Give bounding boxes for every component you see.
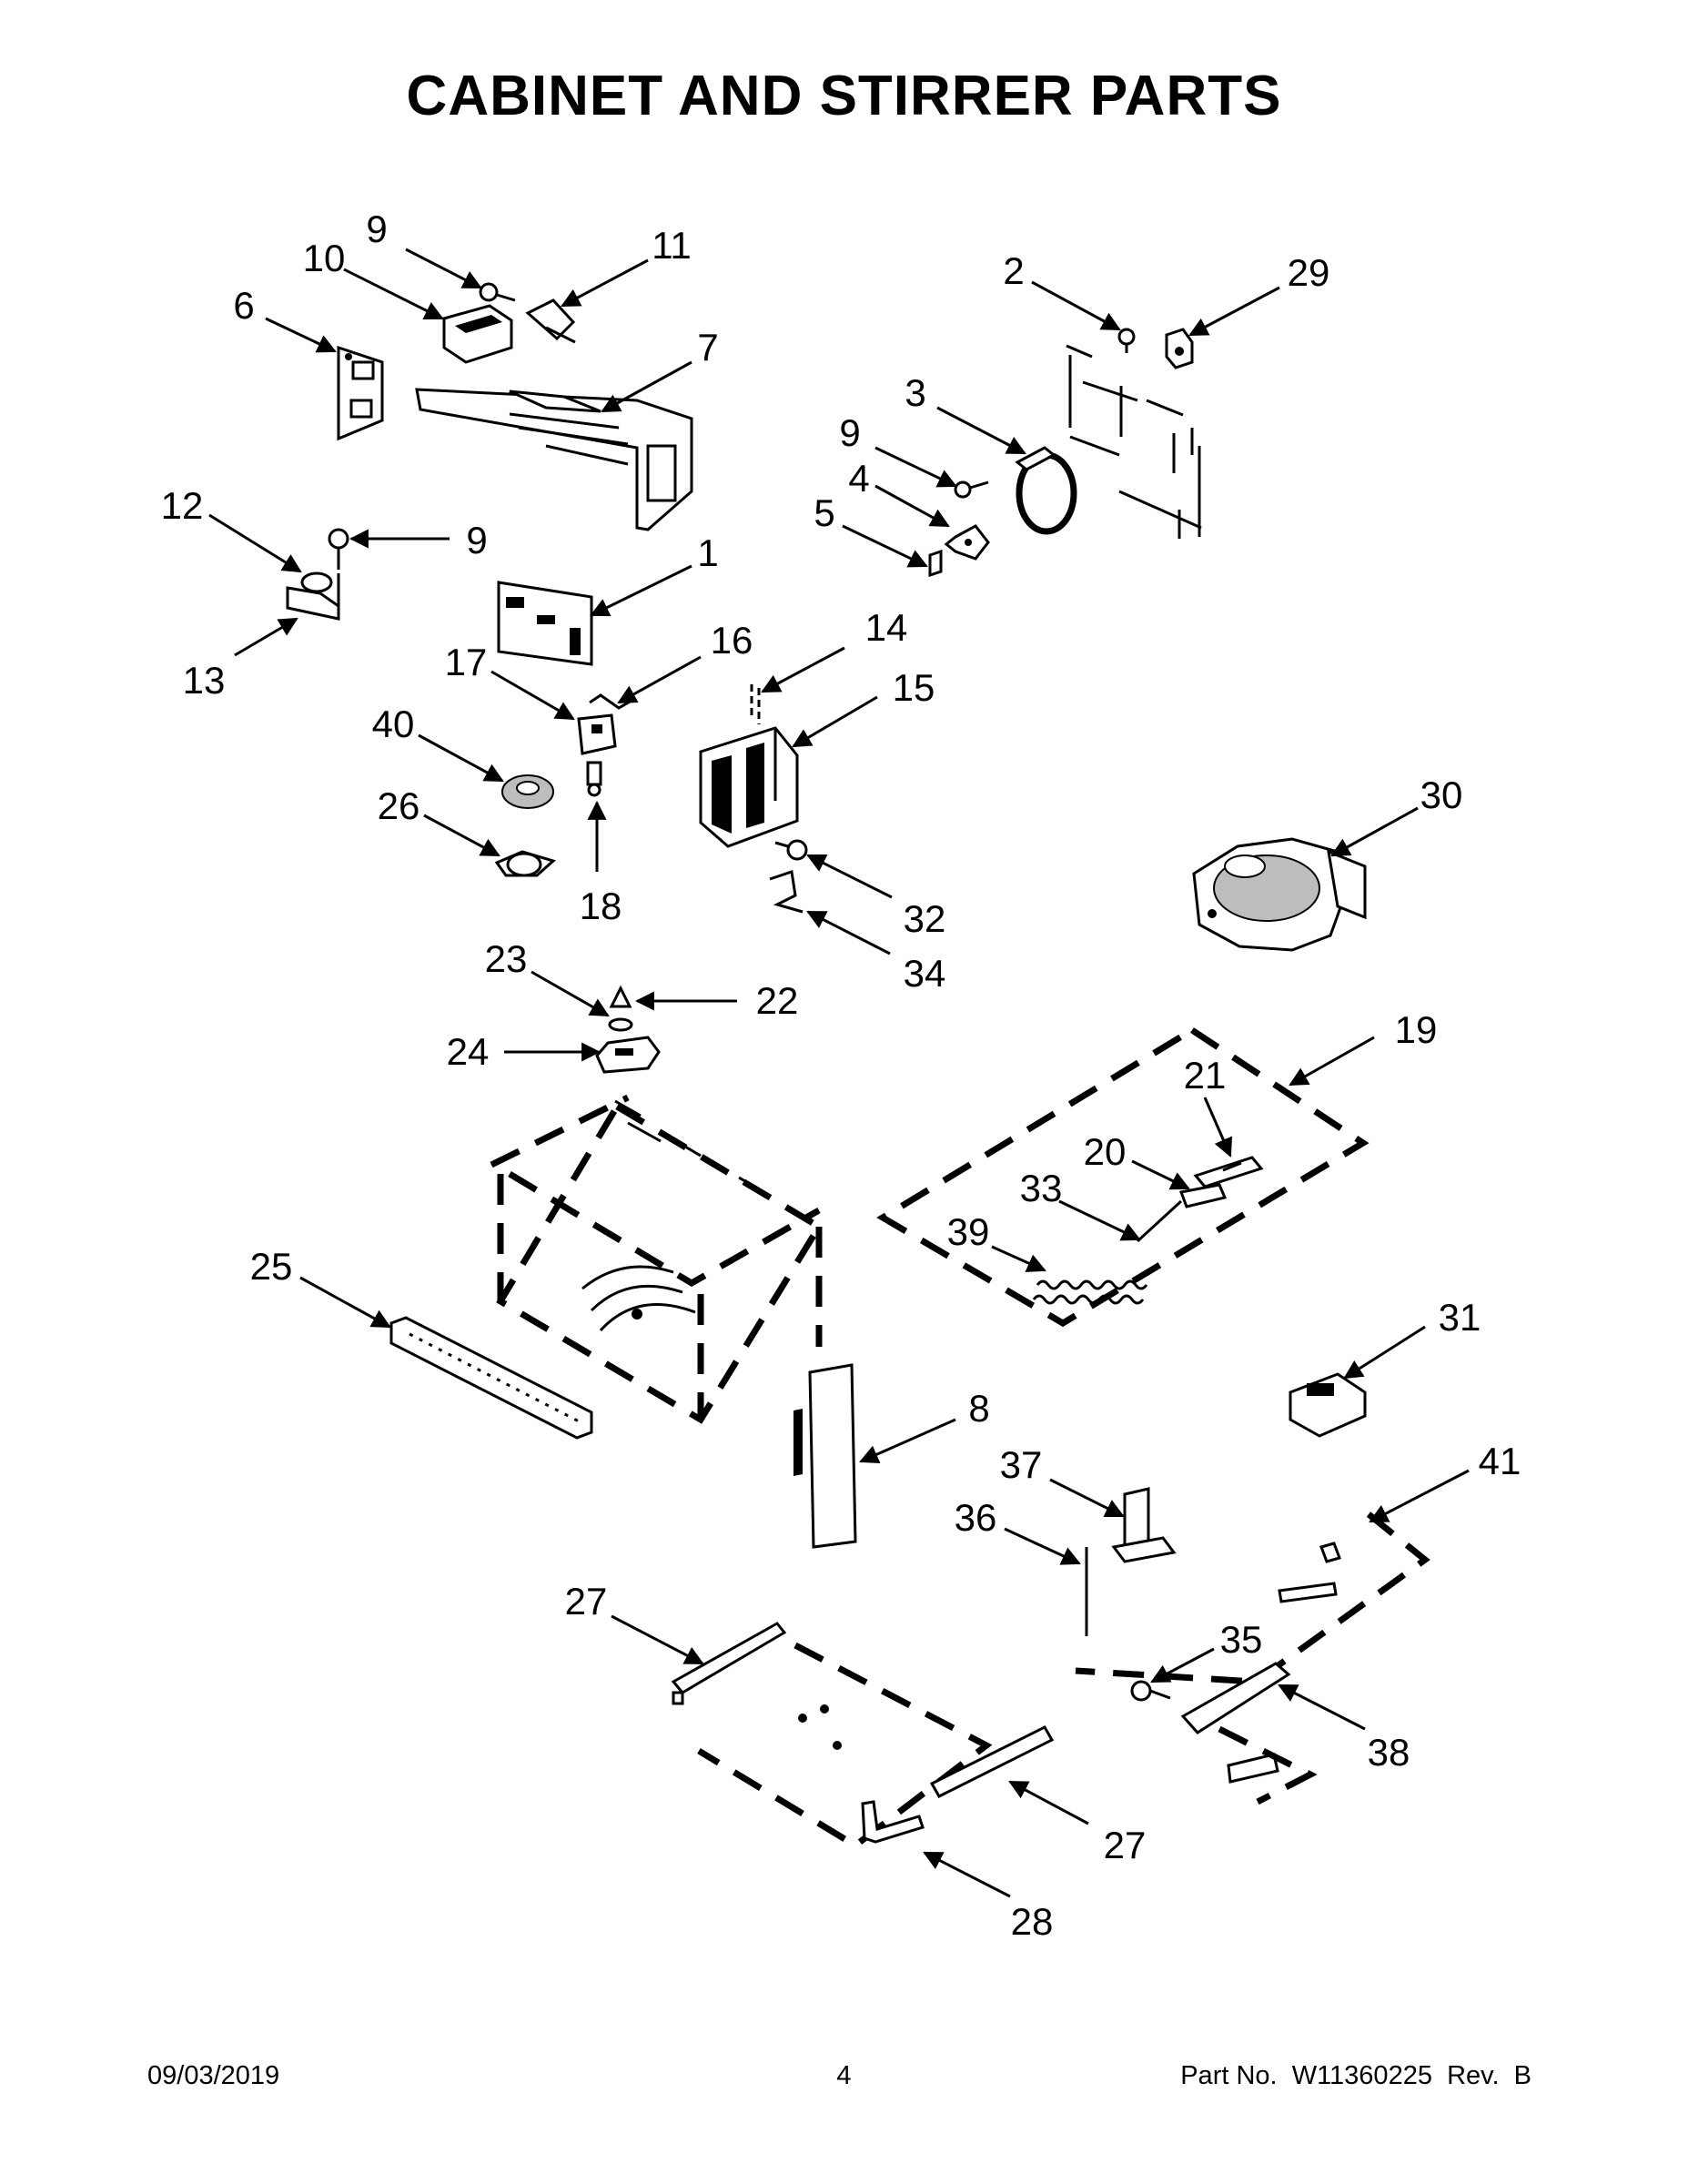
part-33-shaft xyxy=(1136,1199,1183,1243)
callout-27: 27 xyxy=(565,1580,608,1623)
callout-9: 9 xyxy=(366,207,387,250)
callout-30: 30 xyxy=(1420,774,1463,816)
part-7-control-bracket xyxy=(415,388,693,531)
part-oven-cavity xyxy=(490,1094,824,1424)
callout-33: 33 xyxy=(1020,1167,1063,1209)
callout-6: 6 xyxy=(233,284,254,327)
callout-31: 31 xyxy=(1439,1296,1481,1339)
callout-3: 3 xyxy=(905,371,925,414)
part-28-clip xyxy=(861,1800,925,1844)
callout-7: 7 xyxy=(697,326,718,369)
part-25-choke-strip xyxy=(389,1316,593,1440)
part-30-blower-motor xyxy=(1192,837,1367,952)
part-10-relay xyxy=(442,304,513,364)
part-38-rail xyxy=(1180,1662,1318,1805)
part-9-screw xyxy=(479,282,516,302)
part-35-pin xyxy=(1130,1680,1171,1702)
callout-19: 19 xyxy=(1395,1008,1438,1051)
part-6-relay-bracket xyxy=(337,345,384,441)
part-12-fuse xyxy=(300,571,333,593)
callout-8: 8 xyxy=(968,1387,989,1430)
part-19-base-plate xyxy=(876,1026,1370,1328)
part-9-screw xyxy=(328,528,349,570)
part-15-transformer xyxy=(699,726,799,848)
part-20-coupler xyxy=(1178,1183,1228,1208)
callout-21: 21 xyxy=(1184,1054,1227,1097)
part-1-control-board xyxy=(497,581,593,666)
part-16-spring xyxy=(589,693,632,710)
part-37-bracket xyxy=(1111,1487,1177,1563)
callout-27: 27 xyxy=(1104,1824,1147,1866)
callout-32: 32 xyxy=(904,897,946,940)
callout-36: 36 xyxy=(955,1496,997,1539)
part-2-screw xyxy=(1117,328,1136,353)
part-5-bracket xyxy=(928,549,943,578)
callout-12: 12 xyxy=(161,484,204,527)
leader-arrows xyxy=(208,248,1470,1898)
footer-date: 09/03/2019 xyxy=(147,2061,280,2090)
part-8-panel xyxy=(793,1363,857,1549)
callout-41: 41 xyxy=(1479,1440,1521,1482)
callout-11: 11 xyxy=(652,224,692,267)
callout-5: 5 xyxy=(814,491,834,534)
callout-9: 9 xyxy=(839,411,860,454)
callout-24: 24 xyxy=(447,1030,490,1073)
part-32-screw xyxy=(774,839,808,861)
part-23-washer xyxy=(608,1017,633,1032)
part-11-connector xyxy=(525,298,576,344)
part-29-sensor xyxy=(1165,328,1194,369)
callout-39: 39 xyxy=(947,1210,990,1253)
callout-28: 28 xyxy=(1011,1900,1054,1943)
footer-part-number: Part No. W11360225 Rev. B xyxy=(1180,2061,1531,2090)
part-26-thermostat xyxy=(494,850,557,877)
callout-10: 10 xyxy=(303,237,346,279)
callout-38: 38 xyxy=(1368,1731,1410,1774)
callout-18: 18 xyxy=(580,885,622,927)
callout-2: 2 xyxy=(1003,249,1024,292)
callout-22: 22 xyxy=(756,979,799,1022)
callout-25: 25 xyxy=(250,1245,293,1288)
part-22-grommet xyxy=(609,985,632,1008)
callout-37: 37 xyxy=(1000,1443,1043,1486)
callout-34: 34 xyxy=(904,952,946,995)
callout-26: 26 xyxy=(378,784,420,827)
callout-23: 23 xyxy=(485,937,528,980)
callout-labels: 9 10 11 6 7 2 29 3 9 4 5 12 9 1 13 17 16… xyxy=(161,207,1521,1943)
callout-1: 1 xyxy=(697,531,718,574)
part-18-actuator xyxy=(586,761,602,797)
part-31-sensor xyxy=(1289,1372,1367,1438)
part-21-bracket xyxy=(1193,1156,1264,1188)
callout-35: 35 xyxy=(1220,1618,1263,1661)
part-14-transformer-wire xyxy=(750,684,761,724)
callout-40: 40 xyxy=(372,703,415,745)
callout-29: 29 xyxy=(1288,251,1330,294)
part-39-spring-coil xyxy=(1032,1279,1148,1305)
callout-4: 4 xyxy=(848,457,869,500)
part-bottom-tray xyxy=(697,1642,993,1850)
callout-15: 15 xyxy=(893,666,935,709)
callout-13: 13 xyxy=(183,659,226,702)
callout-16: 16 xyxy=(711,619,753,662)
part-24-foot xyxy=(595,1036,661,1074)
callout-9: 9 xyxy=(466,519,487,561)
callout-17: 17 xyxy=(445,641,488,683)
part-40-ferrite-ring xyxy=(501,774,554,809)
part-17-switch xyxy=(577,713,617,755)
part-34-clip xyxy=(769,870,804,914)
callout-20: 20 xyxy=(1084,1130,1127,1173)
footer-page-number: 4 xyxy=(836,2061,852,2090)
callout-14: 14 xyxy=(865,606,908,649)
part-stirrer-mount-frame xyxy=(1066,344,1202,539)
part-27-rail xyxy=(929,1725,1055,1798)
part-13-fuse-holder xyxy=(286,573,340,621)
part-27-rail xyxy=(671,1622,787,1705)
part-9-screw xyxy=(954,480,989,499)
part-4-stirrer-blade xyxy=(944,524,990,561)
page-title: CABINET AND STIRRER PARTS xyxy=(406,65,1282,127)
part-3-stirrer-belt xyxy=(1015,446,1077,535)
